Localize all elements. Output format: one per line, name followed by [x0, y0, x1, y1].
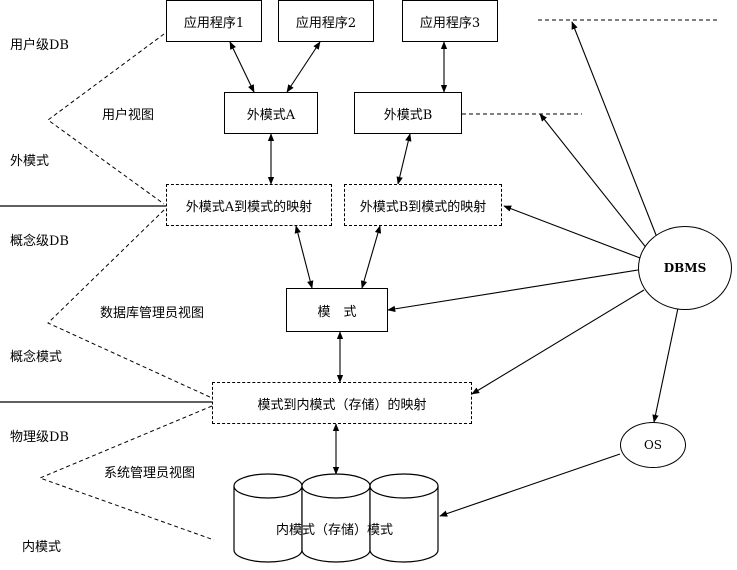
mapping-ext-b-label: 外模式B到模式的映射: [359, 199, 487, 215]
concept-db-label: 概念级DB: [10, 234, 69, 249]
arrow-dbms-os: [652, 307, 679, 423]
dba-view-label: 数据库管理员视图: [100, 306, 205, 321]
os-circle: OS: [620, 422, 686, 468]
conceptual-schema: 模 式: [286, 288, 388, 332]
os-label: OS: [643, 438, 663, 452]
cylinder-2: [301, 486, 371, 563]
arrow-mapb-schema: [360, 225, 382, 289]
app-box-3: 应用程序3: [402, 0, 498, 42]
arrow-extb-mapb: [396, 133, 412, 185]
mapping-ext-a-label: 外模式A到模式的映射: [185, 199, 313, 215]
cylinder-3: [369, 486, 439, 563]
external-schema-b-label: 外模式B: [383, 107, 433, 123]
user-view-wedge: [47, 33, 165, 205]
conceptual-schema-label: 模 式: [317, 304, 357, 320]
arrow-dbms-schema: [387, 269, 639, 313]
dbms-circle: DBMS: [638, 226, 732, 310]
mapping-ext-a: 外模式A到模式的映射: [166, 184, 332, 226]
arrow-app2-exta: [286, 41, 321, 93]
internal-mode-label: 内模式: [22, 540, 62, 555]
mapping-ext-b: 外模式B到模式的映射: [344, 184, 502, 226]
external-schema-b: 外模式B: [354, 92, 462, 134]
storage-label: 内模式（存储）模式: [276, 523, 394, 538]
cylinder-2-top: [301, 473, 371, 499]
external-schema-a: 外模式A: [224, 92, 318, 134]
app-label-2: 应用程序2: [295, 15, 357, 31]
cylinder-1: [233, 486, 303, 563]
user-view-label: 用户视图: [102, 108, 155, 123]
dba-view-wedge: [47, 209, 213, 399]
app-box-1: 应用程序1: [166, 0, 262, 42]
arrow-dbms-extb: [539, 113, 649, 251]
sys-view-label: 系统管理员视图: [104, 466, 196, 481]
cylinder-3-top: [369, 473, 439, 499]
sys-view-wedge: [38, 405, 215, 541]
external-schema-a-label: 外模式A: [246, 107, 296, 123]
arrow-dbms-top: [571, 21, 659, 241]
mapping-internal-label: 模式到内模式（存储）的映射: [257, 397, 427, 413]
arrow-os-storage: [439, 453, 621, 517]
app-label-1: 应用程序1: [183, 15, 245, 31]
concept-mode-label: 概念模式: [10, 350, 63, 365]
app-box-2: 应用程序2: [278, 0, 374, 42]
dbms-label: DBMS: [663, 261, 707, 275]
external-mode-label: 外模式: [10, 154, 50, 169]
mapping-internal: 模式到内模式（存储）的映射: [212, 382, 472, 424]
arrow-mapa-schema: [294, 225, 314, 289]
arrow-dbms-mapb: [503, 205, 641, 259]
app-label-3: 应用程序3: [419, 15, 481, 31]
arrow-app1-exta: [229, 41, 255, 93]
storage-cylinders: [233, 473, 439, 563]
physical-db-label: 物理级DB: [10, 430, 69, 445]
cylinder-1-top: [233, 473, 303, 499]
arrow-dbms-mapint: [471, 289, 645, 395]
user-db-label: 用户级DB: [10, 38, 69, 53]
